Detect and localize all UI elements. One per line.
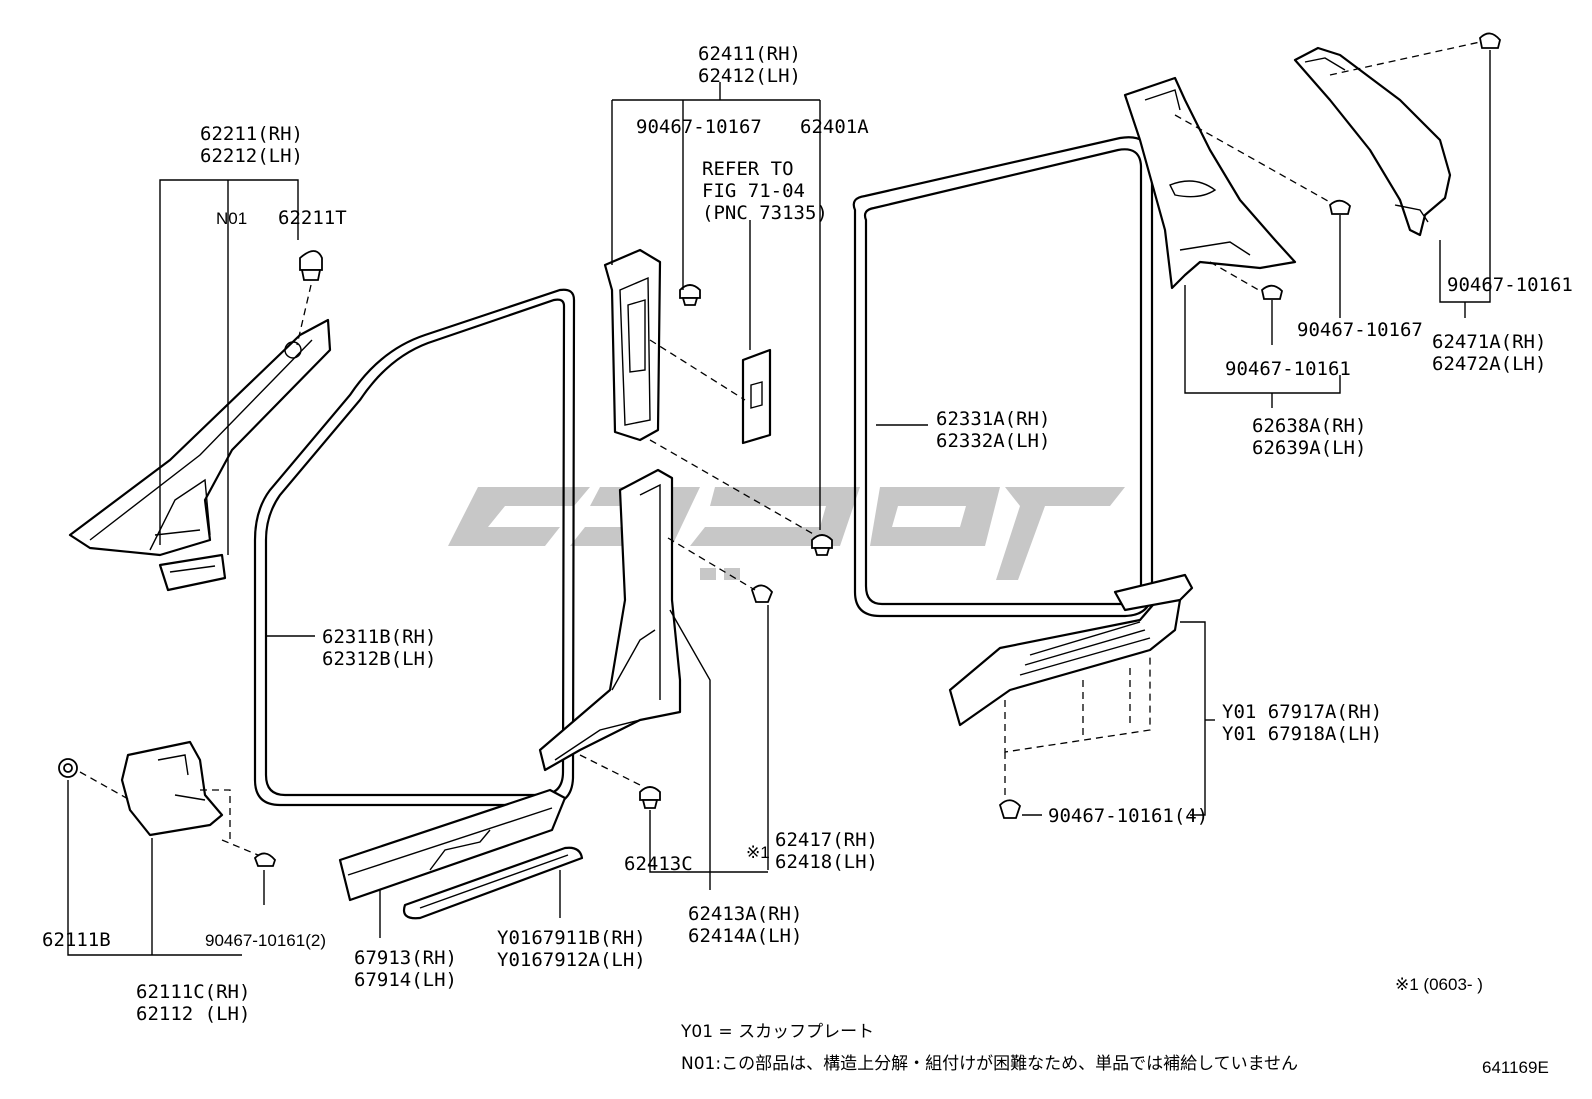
label-b-pillar-upper-line1: 62411(RH) — [698, 43, 801, 65]
label-rear-scuff-clip: 90467-10161(4) — [1048, 805, 1208, 827]
diagram-id: 641169E — [1482, 1058, 1549, 1077]
label-a-pillar-clip: 62211T — [278, 207, 347, 229]
label-a-pillar-main: 62211(RH) 62212(LH) — [200, 123, 303, 167]
label-c-pillar-main-line2: 62639A(LH) — [1252, 437, 1366, 459]
label-c-clip-a: 90467-10167 — [1297, 319, 1423, 341]
label-cowl-clip-right: 90467-10161(2) — [205, 931, 326, 950]
label-front-scuff-plate: Y0167911B(RH) Y0167912A(LH) — [497, 927, 646, 971]
label-front-seal-line1: 62311B(RH) — [322, 626, 436, 648]
label-cowl-main: 62111C(RH) 62112 (LH) — [136, 981, 250, 1025]
b-lower-clip — [639, 786, 661, 809]
label-cowl-main-line1: 62111C(RH) — [136, 981, 250, 1003]
label-front-scuff-upper-line2: 67914(LH) — [354, 969, 457, 991]
label-rear-seal: 62331A(RH) 62332A(LH) — [936, 408, 1050, 452]
label-cowl-clip-left: 62111B — [42, 929, 111, 951]
label-b-note-clip: 62417(RH) 62418(LH) — [775, 829, 878, 873]
label-cowl-main-line2: 62112 (LH) — [136, 1003, 250, 1025]
c-clip-b — [1261, 284, 1283, 300]
label-b-pillar-lower-line1: 62413A(RH) — [688, 903, 802, 925]
seatbelt-cover-plate — [741, 348, 772, 445]
label-b-pillar-lower: 62413A(RH) 62414A(LH) — [688, 903, 802, 947]
label-d-pillar-main: 62471A(RH) 62472A(LH) — [1432, 331, 1546, 375]
b-lower-note-clip — [750, 584, 774, 603]
front-door-seal — [253, 288, 576, 807]
d-pillar-garnish — [1293, 46, 1452, 237]
label-b-note-marker: ※1 — [746, 843, 770, 862]
label-c-clip-b: 90467-10161 — [1225, 358, 1351, 380]
label-b-pillar-upper-line2: 62412(LH) — [698, 65, 801, 87]
label-d-clip: 90467-10161 — [1447, 274, 1573, 296]
label-front-scuff-plate-line2: Y0167912A(LH) — [497, 949, 646, 971]
b-pillar-lower-garnish — [538, 468, 682, 772]
label-b-pillar-upper: 62411(RH) 62412(LH) — [698, 43, 801, 87]
label-rear-scuff-line1: Y01 67917A(RH) — [1222, 701, 1382, 723]
label-front-scuff-upper-line1: 67913(RH) — [354, 947, 457, 969]
label-d-pillar-main-line2: 62472A(LH) — [1432, 353, 1546, 375]
label-a-pillar-main-line1: 62211(RH) — [200, 123, 303, 145]
label-c-pillar-main-line1: 62638A(RH) — [1252, 415, 1366, 437]
label-rear-seal-line1: 62331A(RH) — [936, 408, 1050, 430]
label-refer-note-line3: (PNC 73135) — [702, 202, 828, 224]
watermark-logo — [448, 487, 1125, 580]
rear-scuff-clip — [998, 799, 1022, 819]
b-pillar-upper-garnish — [603, 248, 662, 442]
b-62401a-clip — [811, 534, 833, 556]
label-refer-note-line1: REFER TO — [702, 158, 794, 180]
cowl-clip-right — [253, 852, 277, 867]
label-b-pillar-lower-line2: 62414A(LH) — [688, 925, 802, 947]
a-pillar-garnish — [68, 318, 332, 592]
label-b-note-clip-line2: 62418(LH) — [775, 851, 878, 873]
front-scuff-upper — [338, 788, 567, 902]
d-clip — [1479, 32, 1501, 49]
a-pillar-clip — [299, 250, 323, 281]
front-scuff-plate — [402, 846, 584, 920]
label-refer-note: REFER TO FIG 71-04 (PNC 73135) — [702, 158, 828, 224]
label-front-scuff-plate-line1: Y0167911B(RH) — [497, 927, 646, 949]
label-front-seal: 62311B(RH) 62312B(LH) — [322, 626, 436, 670]
label-rear-scuff: Y01 67917A(RH) Y01 67918A(LH) — [1222, 701, 1382, 745]
legend-n01: N01:この部品は、構造上分解・組付けが困難なため、単品では補給していません — [681, 1054, 1298, 1074]
label-c-pillar-main: 62638A(RH) 62639A(LH) — [1252, 415, 1366, 459]
label-refer-note-line2: FIG 71-04 — [702, 180, 805, 202]
label-b-clip-lower: 62413C — [624, 853, 693, 875]
label-front-scuff-upper: 67913(RH) 67914(LH) — [354, 947, 457, 991]
label-rear-seal-line2: 62332A(LH) — [936, 430, 1050, 452]
footnote-range: ※1 (0603- ) — [1395, 975, 1483, 994]
label-d-pillar-main-line1: 62471A(RH) — [1432, 331, 1546, 353]
cowl-side-trim — [120, 740, 224, 837]
label-b-note-clip-line1: 62417(RH) — [775, 829, 878, 851]
label-rear-scuff-line2: Y01 67918A(LH) — [1222, 723, 1382, 745]
label-a-pillar-main-line2: 62212(LH) — [200, 145, 303, 167]
label-front-seal-line2: 62312B(LH) — [322, 648, 436, 670]
label-a-pillar-n01: N01 — [216, 209, 247, 228]
label-b-clip-upper: 90467-10167 — [636, 116, 762, 138]
rear-scuff-plate — [948, 573, 1194, 727]
legend-y01: Y01 = スカッフプレート — [680, 1022, 874, 1042]
c-pillar-garnish — [1123, 76, 1297, 290]
cowl-clip-left — [58, 758, 78, 778]
label-b-62401a: 62401A — [800, 116, 869, 138]
c-clip-a — [1329, 199, 1351, 215]
